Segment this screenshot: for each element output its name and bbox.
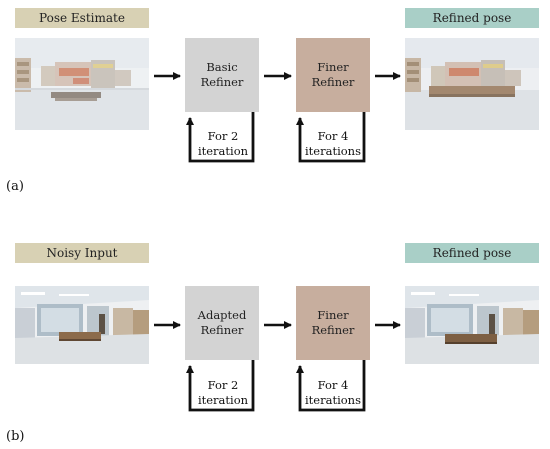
panel-b-label: (b)	[6, 429, 25, 444]
panel-b-input-image	[15, 286, 149, 378]
panel-a-loop-1	[186, 112, 255, 163]
panel-b-loop-2	[296, 360, 366, 412]
panel-b-output-tag: Refined pose	[405, 243, 539, 263]
panel-b-input-tag: Noisy Input	[15, 243, 149, 263]
panel-a-input-image	[15, 38, 149, 130]
panel-a-input-tag: Pose Estimate	[15, 8, 149, 28]
panel-b-output-image	[405, 286, 539, 378]
panel-a-loop-2	[296, 112, 366, 163]
panel-a-label: (a)	[6, 179, 24, 194]
panel-b-loop-1	[186, 360, 255, 412]
panel-a-output-tag: Refined pose	[405, 8, 539, 28]
panel-a-output-image	[405, 38, 539, 130]
